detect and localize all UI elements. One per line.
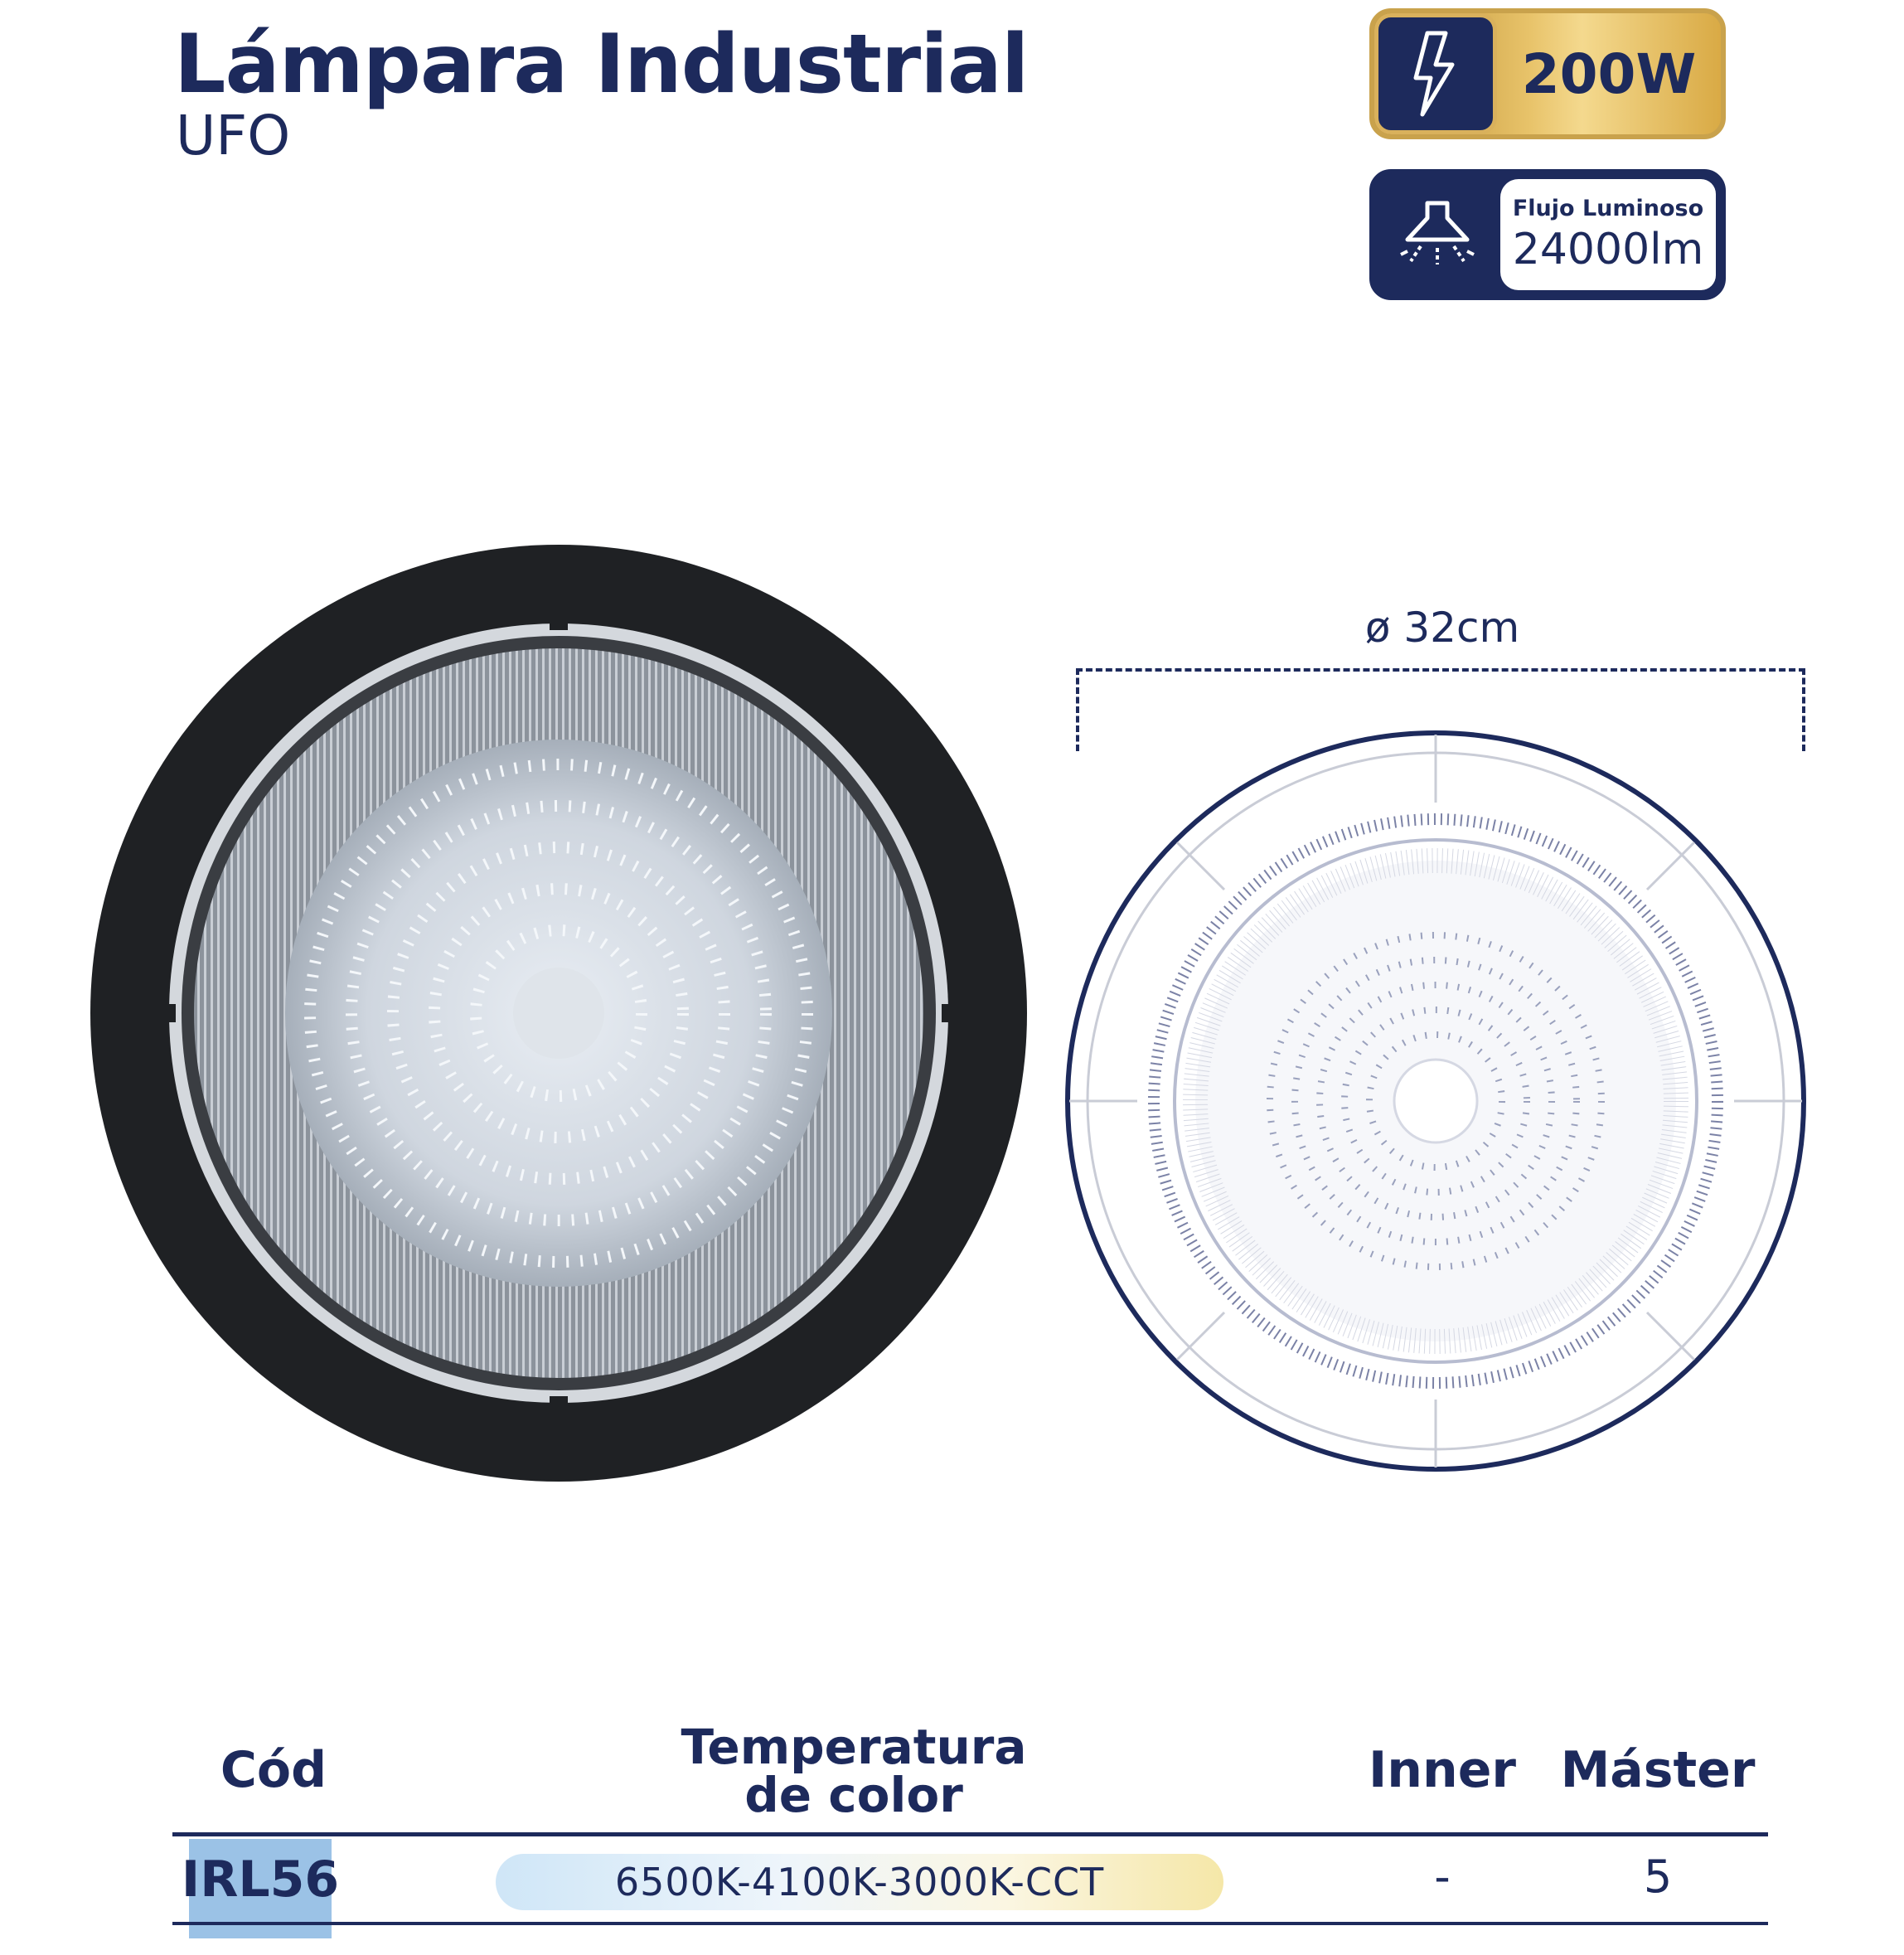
column-header-temperature-line1: Temperatura: [681, 1719, 1027, 1775]
power-value: 200W: [1521, 41, 1697, 106]
power-badge: 200W: [1369, 8, 1726, 139]
table-bottom-rule: [172, 1922, 1768, 1925]
page-subtitle: UFO: [176, 104, 291, 167]
column-header-inner: Inner: [1368, 1741, 1517, 1799]
column-header-master: Máster: [1560, 1741, 1756, 1799]
diameter-dimension-line: [1076, 668, 1805, 751]
page-title: Lámpara Industrial: [174, 17, 1030, 112]
flux-label: Flujo Luminoso: [1512, 195, 1704, 221]
flux-value: 24000lm: [1512, 224, 1704, 274]
lightning-icon: [1374, 13, 1497, 134]
table-header-rule: [172, 1832, 1768, 1836]
column-header-code: Cód: [220, 1741, 327, 1799]
lamp-photo: [90, 545, 1027, 1482]
table-cell-temperature: 6500K-4100K-3000K-CCT: [496, 1854, 1223, 1910]
luminous-flux-badge: Flujo Luminoso 24000lm: [1369, 169, 1726, 300]
diameter-label: ø 32cm: [1364, 604, 1520, 652]
table-cell-master: 5: [1643, 1851, 1673, 1903]
column-header-temperature: Temperatura de color: [663, 1723, 1044, 1819]
column-header-temperature-line2: de color: [744, 1767, 963, 1823]
lamp-line-drawing: [1065, 730, 1806, 1472]
table-cell-inner: -: [1434, 1851, 1451, 1903]
lamp-light-icon: [1374, 174, 1500, 295]
flux-text-box: Flujo Luminoso 24000lm: [1500, 179, 1716, 290]
